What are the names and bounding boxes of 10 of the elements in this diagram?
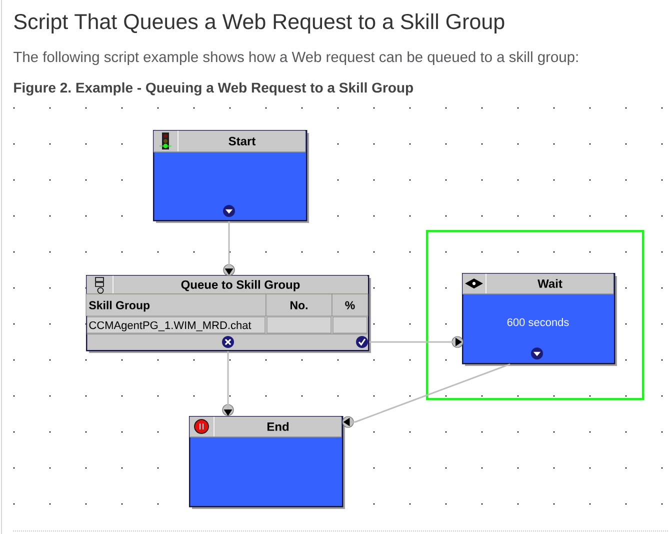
process-box: End [189, 404, 354, 509]
paragraph: The following script example shows how a Web request can be queued to a skill group: [14, 51, 578, 66]
table-box: Queue to Skill Group Skill Group No. % CCMAgentPG_1.WIM_MRD.chat [86, 264, 371, 353]
table-header-cell: No. [266, 294, 332, 316]
process-box: Wait 600 seconds [452, 273, 617, 366]
process-box: Start [153, 130, 309, 223]
highlight-frame [426, 230, 644, 400]
figure-caption: Figure 2. Example - Queuing a Web Request to a Skill Group [14, 82, 414, 96]
table-header-cell: % [332, 294, 368, 316]
page-title: Script That Queues a Web Request to a Skill Group [14, 13, 504, 34]
